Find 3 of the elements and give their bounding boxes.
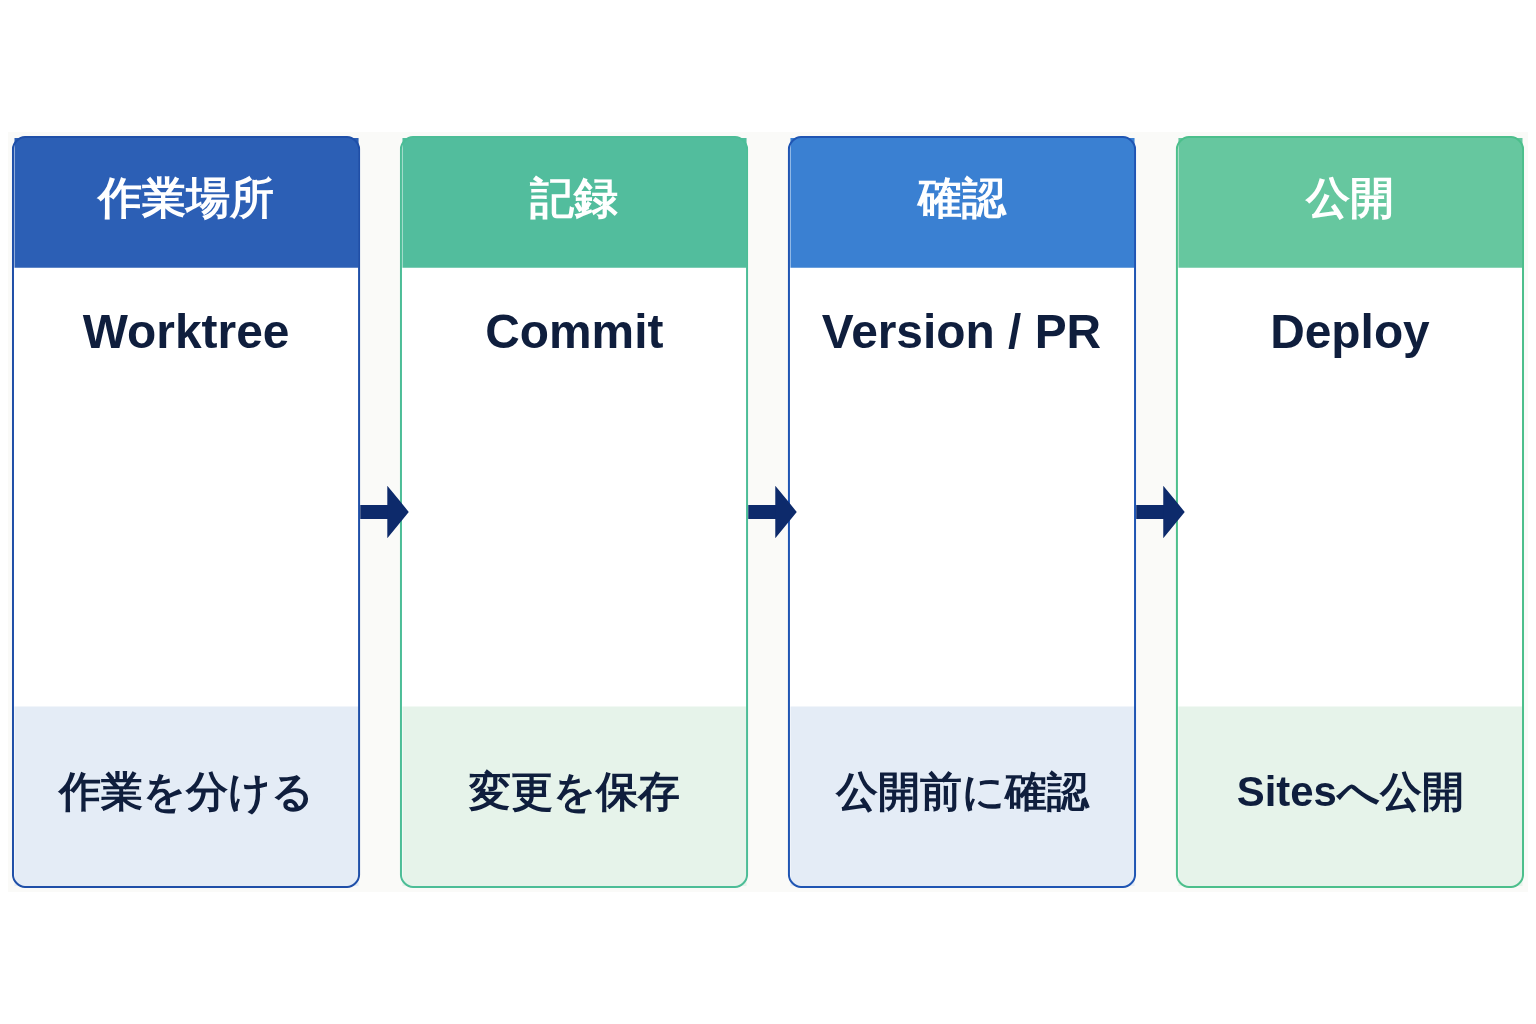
arrow: [748, 485, 797, 539]
arrow: [360, 485, 409, 539]
arrow: [1136, 485, 1185, 539]
